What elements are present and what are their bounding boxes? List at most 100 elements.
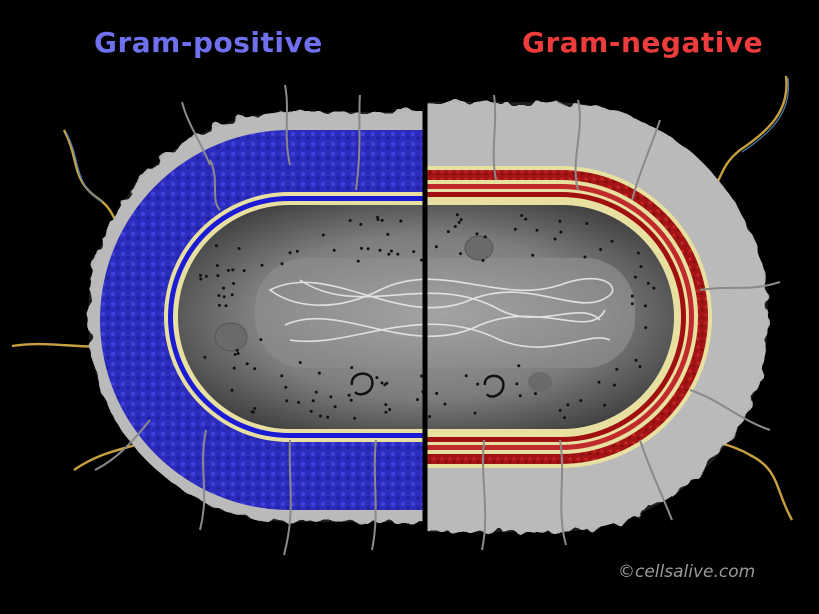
ribosome-dot-icon — [326, 415, 330, 419]
ribosome-dot-icon — [481, 259, 485, 262]
ribosome-dot-icon — [378, 248, 382, 252]
ribosome-dot-icon — [232, 282, 236, 285]
ribosome-dot-icon — [348, 219, 352, 222]
ribosome-dot-icon — [473, 411, 477, 415]
ribosome-dot-icon — [230, 293, 234, 297]
ribosome-dot-icon — [534, 392, 537, 396]
ribosome-dot-icon — [311, 399, 315, 403]
pilus-icon — [639, 439, 673, 521]
ribosome-dot-icon — [599, 248, 603, 251]
ribosome-dot-icon — [612, 383, 616, 387]
ribosome-dot-icon — [285, 399, 289, 403]
ribosome-dot-icon — [389, 249, 393, 253]
pilus-icon — [699, 281, 781, 291]
ribosome-dot-icon — [524, 217, 528, 221]
ribosome-dot-icon — [513, 227, 517, 231]
flagellum-icon — [65, 131, 103, 203]
ribosome-dot-icon — [420, 258, 423, 262]
ribosome-dot-icon — [309, 409, 313, 413]
ribosome-dot-icon — [380, 218, 384, 222]
ribosome-dot-icon — [295, 249, 299, 253]
inclusion-body-icon — [464, 235, 494, 261]
ribosome-dot-icon — [518, 394, 522, 398]
ribosome-dots — [198, 213, 656, 420]
ribosome-dot-icon — [435, 391, 439, 395]
ribosome-dot-icon — [245, 362, 249, 366]
ribosome-dot-icon — [387, 252, 391, 256]
pilus-icon — [371, 439, 377, 551]
ribosome-dot-icon — [630, 302, 634, 306]
ribosome-dot-icon — [332, 248, 336, 252]
ribosome-dot-icon — [566, 403, 570, 407]
ribosome-dot-icon — [215, 264, 219, 268]
ribosome-dot-icon — [633, 275, 637, 279]
pilus-icon — [199, 429, 207, 531]
ribosome-dot-icon — [603, 403, 606, 407]
pilus-icon — [355, 94, 361, 191]
inclusion-body-icon — [214, 322, 248, 352]
ribosome-dot-icon — [199, 277, 203, 281]
plasmid-icon — [483, 374, 505, 398]
ribosome-dot-icon — [643, 304, 647, 308]
pilus-icon — [181, 101, 211, 166]
ribosome-dot-icon — [520, 214, 524, 217]
ribosome-dot-icon — [475, 232, 479, 236]
ribosome-dot-icon — [459, 218, 463, 222]
ribosome-dot-icon — [476, 382, 480, 386]
ribosome-dot-icon — [349, 398, 353, 402]
ribosome-dot-icon — [297, 400, 301, 404]
ribosome-dot-icon — [446, 230, 450, 234]
ribosome-dot-icon — [375, 376, 379, 380]
ribosome-dot-icon — [434, 245, 438, 249]
flagellum-icon — [741, 77, 790, 153]
ribosome-dot-icon — [558, 219, 562, 223]
ribosome-dot-icon — [253, 367, 257, 371]
ribosome-dot-icon — [360, 246, 363, 250]
ribosome-dot-icon — [333, 405, 337, 409]
ribosome-dot-icon — [386, 232, 390, 236]
ribosome-dot-icon — [579, 399, 583, 403]
ribosome-dot-icon — [459, 252, 462, 256]
pilus-icon — [283, 439, 292, 556]
ribosome-dot-icon — [288, 251, 292, 255]
ribosome-dot-icon — [615, 367, 619, 371]
ribosome-dot-icon — [236, 352, 240, 355]
ribosome-dot-icon — [251, 410, 255, 414]
ribosome-dot-icon — [639, 265, 643, 269]
ribosome-dot-icon — [203, 355, 207, 359]
pilus-icon — [481, 439, 487, 551]
ribosome-dot-icon — [380, 381, 384, 385]
ribosome-dot-icon — [227, 268, 230, 272]
ribosome-dot-icon — [321, 233, 325, 237]
pilus-icon — [94, 419, 151, 471]
ribosome-dot-icon — [314, 390, 318, 394]
pilus-icon — [689, 389, 771, 431]
ribosome-dot-icon — [634, 358, 638, 362]
ribosome-dot-icon — [428, 415, 432, 419]
ribosome-dot-icon — [214, 244, 218, 248]
ribosome-dot-icon — [231, 268, 235, 272]
ribosome-dot-icon — [638, 365, 642, 369]
ribosome-dot-icon — [385, 381, 389, 385]
pili-group — [94, 84, 781, 556]
ribosome-dot-icon — [585, 222, 589, 225]
ribosome-dot-icon — [517, 364, 521, 368]
ribosome-dot-icon — [464, 374, 468, 378]
ribosome-dot-icon — [284, 385, 288, 389]
ribosome-dot-icon — [583, 255, 587, 259]
ribosome-dot-icon — [233, 353, 237, 356]
plasmid-icon — [350, 372, 374, 396]
ribosome-dot-icon — [242, 269, 246, 273]
ribosome-dot-icon — [366, 247, 370, 251]
ribosome-dot-icon — [204, 274, 208, 278]
gram-negative-title: Gram-negative — [522, 26, 764, 59]
ribosome-dot-icon — [384, 410, 388, 414]
ribosome-dot-icon — [630, 294, 634, 298]
ribosome-dot-icon — [198, 273, 202, 277]
pilus-icon — [284, 84, 291, 166]
ribosome-dot-icon — [384, 403, 388, 407]
ribosome-dot-icon — [531, 253, 535, 257]
ribosome-dot-icon — [453, 225, 457, 228]
ribosome-dot-icon — [259, 338, 263, 342]
